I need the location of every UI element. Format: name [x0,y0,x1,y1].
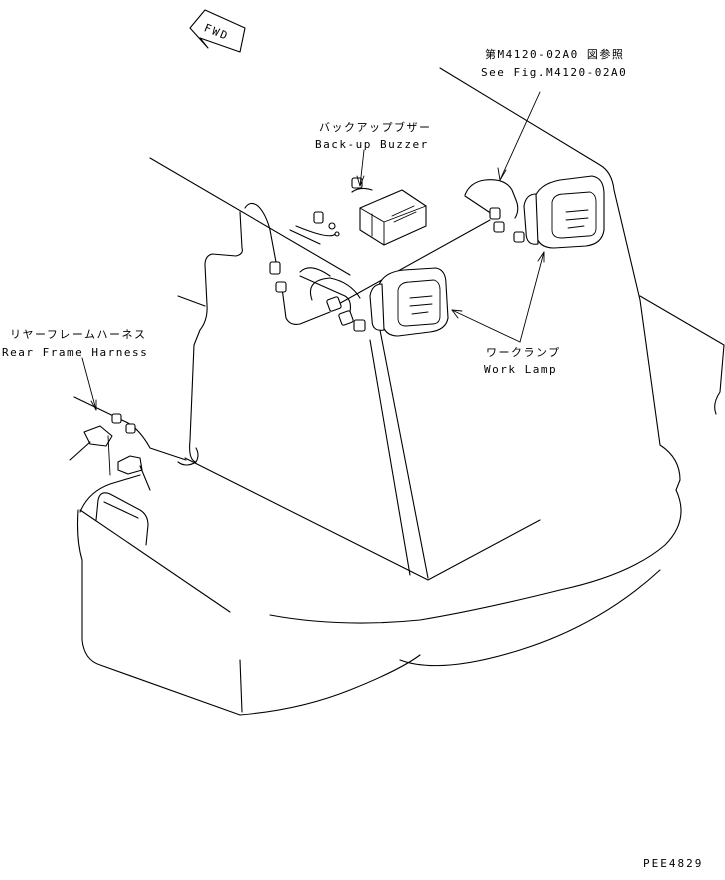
wire-harness [177,177,525,466]
backup-buzzer-part [359,189,427,246]
rear-frame-harness-label-jp: リヤーフレームハーネス [10,328,147,341]
backup-buzzer-label-jp: バックアップブザー [319,120,432,134]
counterweight-body [76,67,725,716]
see-fig-label-jp: 第M4120-02A0 図参照 [485,47,624,61]
fwd-arrow: FWD [189,9,246,53]
drawing-code: PEE4829 [643,857,703,870]
rear-frame-harness-part [69,396,187,491]
leader-lines [81,91,545,411]
work-lamp-label-jp: ワークランプ [486,346,561,359]
work-lamp-left [369,267,449,337]
work-lamp-right [523,175,605,249]
see-fig-label-en: See Fig.M4120-02A0 [481,66,627,79]
backup-buzzer-label-en: Back-up Buzzer [315,138,429,151]
rear-frame-harness-label-en: Rear Frame Harness [2,346,148,359]
work-lamp-label-en: Work Lamp [484,363,557,376]
